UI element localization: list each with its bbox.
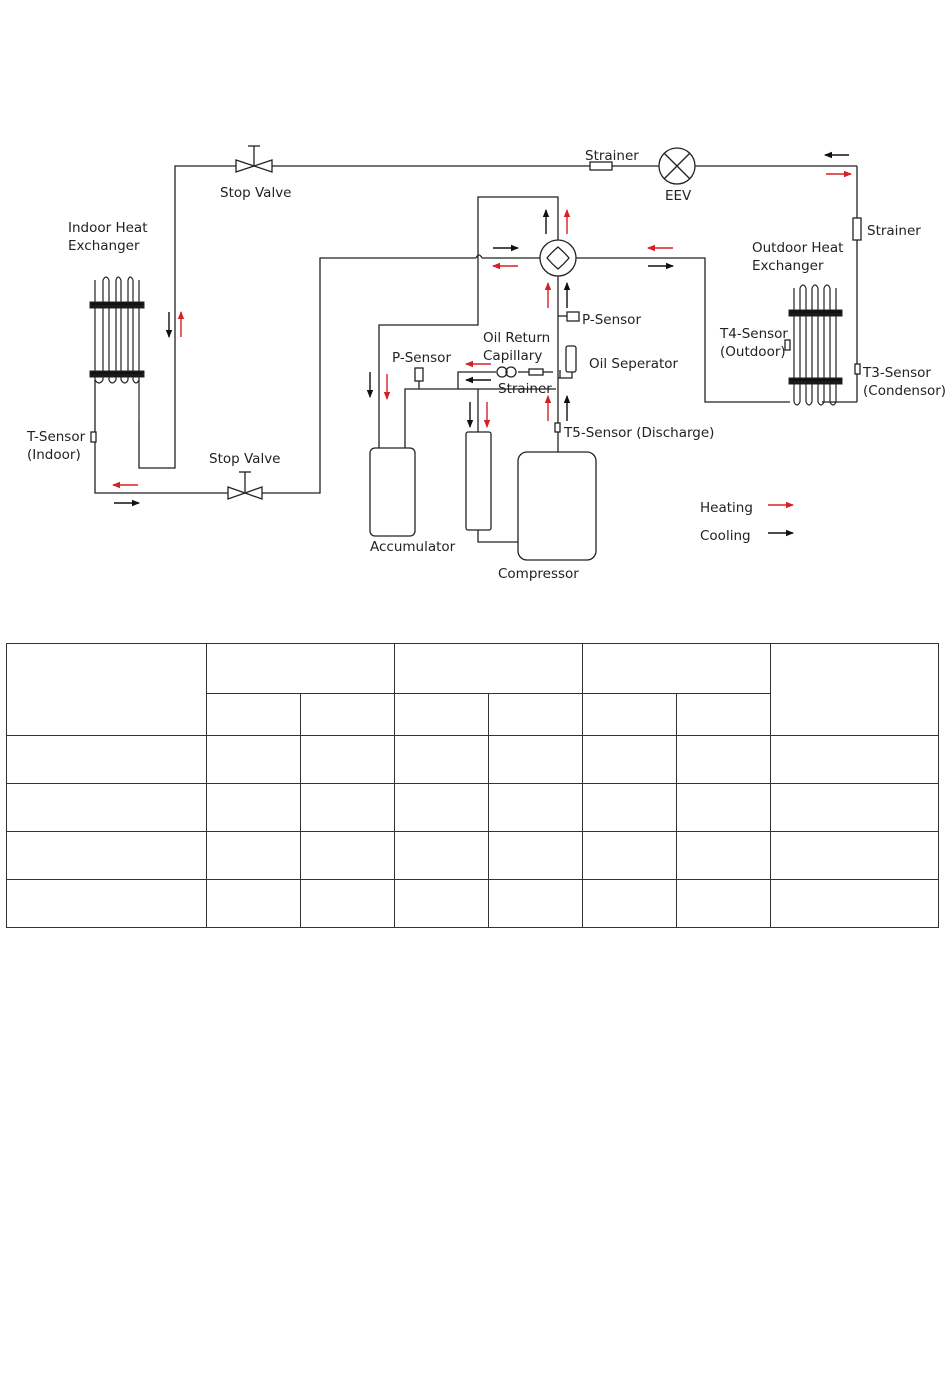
- table-cell: [676, 831, 771, 880]
- t4-sensor-label: T4-Sensor(Outdoor): [719, 326, 788, 360]
- table-cell: [676, 693, 771, 736]
- table-cell: [206, 783, 301, 832]
- table-row: [6, 735, 939, 784]
- p-sensor-right-icon: [566, 311, 580, 322]
- table-cell: [770, 879, 939, 928]
- legend: Heating Cooling: [700, 500, 794, 544]
- table-cell: [206, 693, 301, 736]
- strainer-mid-icon: [528, 368, 544, 376]
- table-cell: [488, 831, 583, 880]
- table-cell: [394, 643, 583, 694]
- components: [90, 145, 862, 561]
- table-cell: [6, 735, 207, 784]
- table-cell: [488, 783, 583, 832]
- outdoor-heat-exchanger-icon: [788, 284, 843, 406]
- t3-sensor-label: T3-Sensor(Condensor): [862, 365, 946, 399]
- table-cell: [676, 879, 771, 928]
- table-subheader-row: [7, 693, 939, 736]
- table-cell: [6, 879, 207, 928]
- indoor-heat-exchanger-icon: [89, 276, 145, 422]
- table-row: [6, 783, 939, 832]
- table-cell: [676, 735, 771, 784]
- table-cell: [6, 643, 207, 736]
- table-cell: [582, 643, 771, 694]
- flow-arrows: [112, 151, 852, 507]
- strainer-right-icon: [852, 217, 862, 241]
- t4-sensor-icon: [784, 339, 791, 351]
- table-cell: [676, 783, 771, 832]
- table-cell: [300, 783, 395, 832]
- table-cell: [582, 693, 677, 736]
- p-sensor-left-label: P-Sensor: [392, 350, 451, 366]
- table-cell: [582, 879, 677, 928]
- refrigerant-cycle-diagram: Heating Cooling Stop Valve Stop Valve St…: [26, 145, 946, 582]
- legend-heating-label: Heating: [700, 500, 753, 516]
- table-row: [6, 831, 939, 880]
- table-cell: [394, 693, 489, 736]
- table-cell: [206, 879, 301, 928]
- stop-valve-bottom-label: Stop Valve: [209, 451, 281, 467]
- t5-sensor-label: T5-Sensor (Discharge): [563, 425, 714, 441]
- four-way-valve-icon: [539, 239, 577, 277]
- accumulator-icon: [369, 447, 416, 537]
- table-cell: [394, 831, 489, 880]
- table-cell: [300, 831, 395, 880]
- table-cell: [582, 831, 677, 880]
- table-cell: [300, 879, 395, 928]
- table-cell: [6, 831, 207, 880]
- strainer-right-label: Strainer: [867, 223, 921, 239]
- table-cell: [206, 735, 301, 784]
- table-cell: [488, 879, 583, 928]
- strainer-mid-label: Strainer: [498, 381, 552, 397]
- liquid-receiver-icon: [465, 431, 492, 531]
- table-row: [6, 879, 939, 928]
- t-sensor-indoor-icon: [90, 431, 97, 443]
- table-cell: [394, 879, 489, 928]
- oil-separator-icon: [565, 345, 577, 373]
- table-cell: [582, 735, 677, 784]
- stop-valve-top-label: Stop Valve: [220, 185, 292, 201]
- eev-icon: [658, 147, 696, 185]
- table-cell: [300, 735, 395, 784]
- p-sensor-right-label: P-Sensor: [582, 312, 641, 328]
- stop-valve-bottom-icon: [227, 471, 263, 500]
- table-cell: [488, 735, 583, 784]
- accumulator-label: Accumulator: [370, 539, 456, 555]
- table-cell: [770, 643, 939, 736]
- data-table: [6, 643, 939, 928]
- t3-sensor-icon: [854, 363, 861, 375]
- strainer-top-icon: [589, 161, 613, 171]
- table-cell: [6, 783, 207, 832]
- p-sensor-left-icon: [414, 367, 424, 382]
- table-cell: [770, 735, 939, 784]
- table-cell: [770, 783, 939, 832]
- table-cell: [206, 831, 301, 880]
- table-cell: [770, 831, 939, 880]
- compressor-label: Compressor: [498, 566, 579, 582]
- eev-label: EEV: [665, 188, 692, 204]
- stop-valve-top-icon: [235, 145, 273, 173]
- t-sensor-label: T-Sensor(Indoor): [26, 429, 86, 463]
- table-cell: [300, 693, 395, 736]
- table-cell: [394, 783, 489, 832]
- legend-cooling-label: Cooling: [700, 528, 751, 544]
- table-header-row: [6, 643, 939, 736]
- strainer-top-label: Strainer: [585, 148, 639, 164]
- compressor-icon: [517, 451, 597, 561]
- table-cell: [488, 693, 583, 736]
- component-labels: Stop Valve Stop Valve Strainer EEV Strai…: [26, 148, 946, 582]
- table-cell: [394, 735, 489, 784]
- table-cell: [206, 643, 395, 694]
- t5-sensor-icon: [554, 422, 561, 433]
- table-cell: [582, 783, 677, 832]
- oil-return-capillary-icon: [496, 366, 517, 378]
- oil-separator-label: Oil Seperator: [589, 356, 679, 372]
